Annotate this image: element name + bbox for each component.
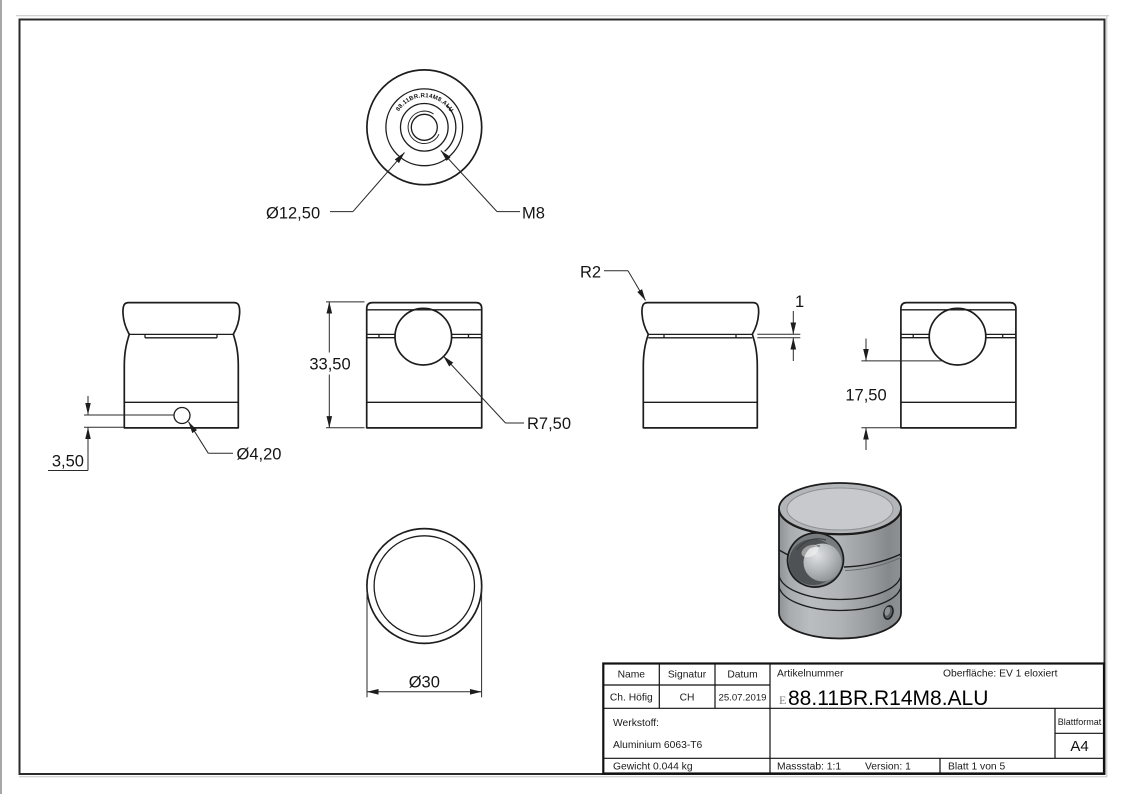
right-view <box>900 301 1017 429</box>
dim-socket-radius: R7,50 <box>527 415 571 433</box>
front-view-dimensions: 3,50 Ø4,20 <box>48 396 281 471</box>
tb-blatt: Blatt 1 von 5 <box>948 762 1006 773</box>
back-view-dimensions: R2 1 <box>580 264 804 361</box>
left-view <box>365 301 483 429</box>
tb-artikelnummer-label: Artikelnummer <box>777 669 844 680</box>
tb-artikelnummer-prefix: E <box>779 693 786 707</box>
dim-hole-offset: 3,50 <box>52 453 84 471</box>
dim-counterbore-diameter: Ø12,50 <box>266 205 320 223</box>
tb-signatur-label: Signatur <box>668 670 707 681</box>
tb-massstab: Massstab: 1:1 <box>777 762 841 773</box>
dim-height: 33,50 <box>309 356 350 374</box>
right-view-dimensions: 17,50 <box>845 338 944 450</box>
top-view: 88.11BR.R14M8.ALU <box>366 69 483 186</box>
tb-werkstoff-label: Werkstoff: <box>613 718 659 729</box>
dim-hole-diameter: Ø4,20 <box>237 446 282 464</box>
tb-artikelnummer-value: 88.11BR.R14M8.ALU <box>788 687 988 710</box>
title-block: Name Signatur Datum Ch. Höfig CH 25.07.2… <box>602 662 1106 775</box>
tb-werkstoff-value: Aluminium 6063-T6 <box>613 740 703 751</box>
iso-3d-view <box>778 482 902 640</box>
tb-datum-value: 25.07.2019 <box>718 693 766 704</box>
tb-blattformat-label: Blattformat <box>1058 717 1102 727</box>
front-view <box>122 301 241 429</box>
iso-socket <box>786 532 845 588</box>
dim-socket-height: 17,50 <box>845 387 886 405</box>
tb-version: Version: 1 <box>865 762 911 773</box>
dim-outer-diameter: Ø30 <box>409 674 440 692</box>
tb-gewicht: Gewicht 0.044 kg <box>613 762 693 773</box>
tb-blattformat-value: A4 <box>1070 738 1088 755</box>
dim-cap-fillet: R2 <box>580 264 601 282</box>
left-view-dimensions: 33,50 R7,50 <box>306 301 571 433</box>
tb-datum-label: Datum <box>727 670 757 681</box>
back-view <box>641 301 760 429</box>
tb-name-label: Name <box>618 670 646 681</box>
tb-signatur-value: CH <box>680 693 695 704</box>
bottom-view-dimensions: Ø30 <box>366 586 483 698</box>
tb-oberflaeche: Oberfläche: EV 1 eloxiert <box>943 669 1058 680</box>
bottom-view <box>366 527 483 645</box>
dim-slit-width: 1 <box>795 293 804 311</box>
dim-thread: M8 <box>522 205 545 223</box>
tb-name-value: Ch. Höfig <box>610 693 653 704</box>
top-view-dimensions: Ø12,50 M8 <box>266 150 545 223</box>
